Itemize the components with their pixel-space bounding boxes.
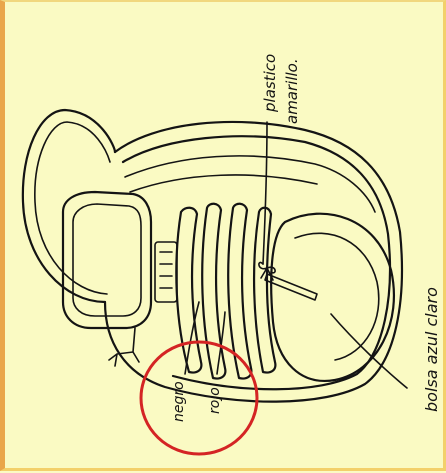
top-flap-line-2 bbox=[130, 175, 317, 192]
backpack-outline-inner bbox=[123, 136, 390, 389]
plastic-label-2: amarillo. bbox=[283, 58, 301, 124]
bottom-pocket bbox=[271, 214, 394, 381]
buckle bbox=[155, 242, 177, 302]
plastic-label: plastico bbox=[261, 54, 279, 113]
buckle-lines bbox=[160, 252, 172, 288]
bag-label: bolsa azul claro bbox=[422, 287, 441, 412]
top-flap-line bbox=[125, 156, 375, 212]
black-label: negro bbox=[171, 381, 187, 422]
highlight-circle bbox=[141, 342, 257, 454]
backpack-sketch: plastico amarillo. bolsa azul claro negr… bbox=[5, 2, 446, 473]
red-label: rojo bbox=[207, 387, 223, 414]
leader-line-plastic bbox=[263, 122, 267, 264]
padding-rib-2 bbox=[202, 204, 225, 379]
handle-strap bbox=[23, 110, 115, 302]
